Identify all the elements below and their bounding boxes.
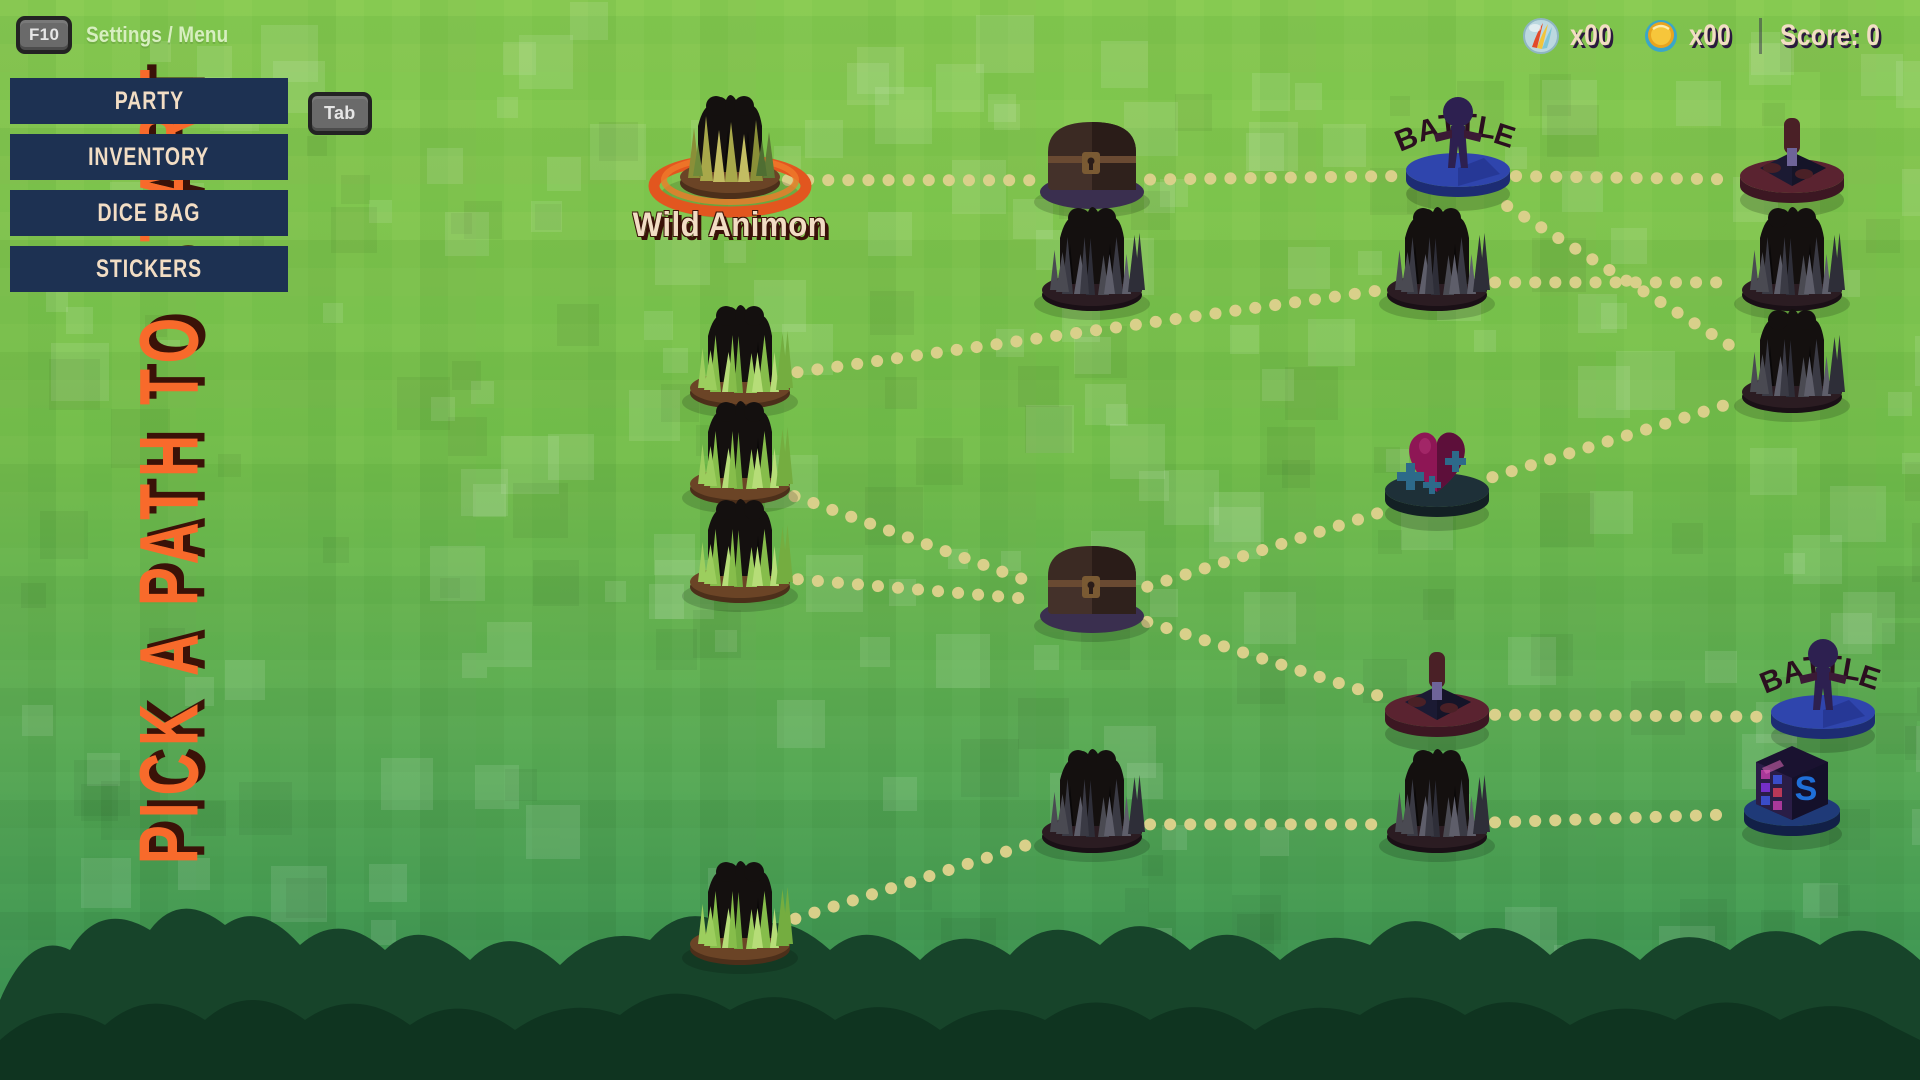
map-node-event[interactable] bbox=[1730, 96, 1854, 220]
path-line bbox=[1488, 708, 1772, 723]
menu-item-party[interactable]: PARTY bbox=[10, 78, 288, 124]
hud-coin-count: x00 bbox=[1689, 19, 1732, 52]
menu-item-label: STICKERS bbox=[95, 254, 203, 283]
menu-item-stickers[interactable]: STICKERS bbox=[10, 246, 288, 292]
map-node-grass-dark[interactable] bbox=[1375, 740, 1499, 864]
path-line bbox=[1141, 505, 1388, 593]
menu-item-label: INVENTORY bbox=[88, 142, 210, 171]
path-line bbox=[1143, 170, 1407, 186]
hud: x00 x00 Score: 0 bbox=[1519, 14, 1902, 58]
hud-ball-counter: x00 bbox=[1519, 14, 1622, 58]
main-menu-panel: PARTY INVENTORY DICE BAG STICKERS bbox=[10, 78, 288, 292]
path-line bbox=[791, 573, 1041, 606]
animon-ball-icon bbox=[1523, 18, 1560, 54]
path-line bbox=[1141, 615, 1388, 703]
map-node-grass-dark[interactable] bbox=[1730, 198, 1854, 322]
map-node-grass-dark[interactable] bbox=[1375, 198, 1499, 322]
coin-icon bbox=[1645, 20, 1678, 52]
map-node-battle[interactable]: B A T T L E bbox=[1370, 80, 1546, 220]
map-node-shop[interactable]: S bbox=[1730, 728, 1854, 852]
map-node-battle[interactable]: B A T T L E bbox=[1735, 622, 1911, 762]
menu-item-dice-bag[interactable]: DICE BAG bbox=[10, 190, 288, 236]
menu-item-inventory[interactable]: INVENTORY bbox=[10, 134, 288, 180]
hud-divider bbox=[1758, 18, 1762, 54]
menu-item-label: PARTY bbox=[114, 86, 184, 115]
map-node-grass-dark[interactable] bbox=[1030, 198, 1154, 322]
menu-item-label: DICE BAG bbox=[97, 198, 201, 227]
hud-ball-count: x00 bbox=[1570, 19, 1613, 52]
f10-key-hint: F10 bbox=[16, 16, 73, 54]
map-node-heart[interactable] bbox=[1375, 410, 1499, 534]
map-node-grass-dark[interactable] bbox=[1030, 740, 1154, 864]
path-line bbox=[1488, 808, 1741, 829]
tab-key-hint: Tab bbox=[308, 92, 372, 135]
hud-score: Score: 0 bbox=[1779, 19, 1880, 52]
map-node-grass-light[interactable] bbox=[678, 296, 802, 420]
hud-coin-counter: x00 bbox=[1640, 15, 1741, 57]
path-line bbox=[788, 490, 1044, 591]
map-node-chest[interactable] bbox=[1030, 520, 1154, 644]
path-line bbox=[1486, 395, 1743, 484]
path-line bbox=[1501, 199, 1749, 360]
settings-menu-label: Settings / Menu bbox=[86, 22, 229, 47]
map-node-grass-light[interactable] bbox=[678, 490, 802, 614]
node-label: Wild Animon bbox=[632, 206, 828, 244]
map-node-grass-light[interactable] bbox=[678, 852, 802, 976]
map-node-chest[interactable] bbox=[1030, 96, 1154, 220]
tab-key-label: Tab bbox=[308, 92, 372, 135]
map-node-grass-dark[interactable] bbox=[1730, 300, 1854, 424]
path-line bbox=[1509, 170, 1741, 186]
svg-text:S: S bbox=[1795, 770, 1818, 808]
path-line bbox=[789, 835, 1043, 925]
path-line bbox=[791, 284, 1386, 379]
map-node-event[interactable] bbox=[1375, 630, 1499, 754]
settings-row[interactable]: F10 Settings / Menu bbox=[16, 16, 252, 54]
map-node-wild-animon[interactable]: Wild Animon bbox=[633, 78, 827, 244]
map-node-grass-light[interactable] bbox=[678, 392, 802, 516]
